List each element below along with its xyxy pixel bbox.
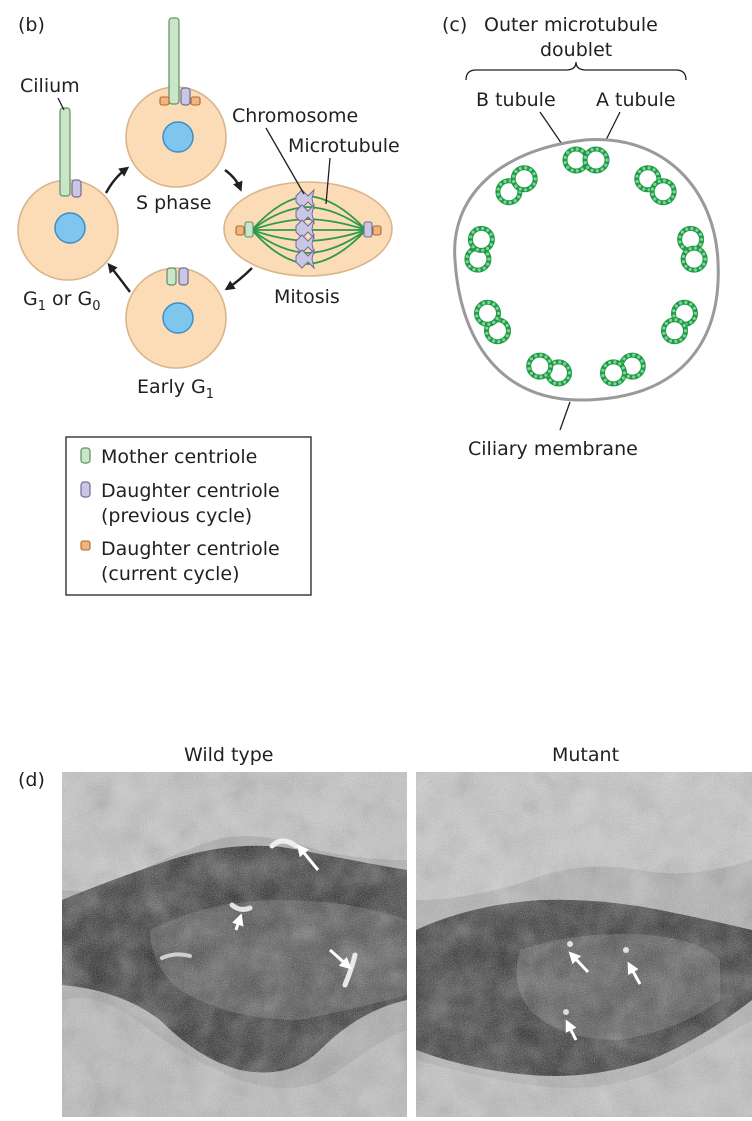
cilium-shaft xyxy=(168,17,180,105)
cell-s-phase xyxy=(125,17,227,188)
cell-g1-g0 xyxy=(17,107,119,281)
microtubule-doublet xyxy=(526,352,572,387)
arrow-g1-to-s xyxy=(104,166,130,194)
cilium-arrow xyxy=(329,948,352,970)
cilium-arrow xyxy=(568,951,590,974)
microtubule-doublet xyxy=(677,225,708,273)
microtubule-doublet xyxy=(474,299,511,345)
mutant-micrograph xyxy=(416,772,752,1117)
cilium-label: Cilium xyxy=(20,75,80,97)
membrane-leader xyxy=(559,401,571,431)
panel-b-label: (b) xyxy=(18,14,45,36)
chromosomes xyxy=(295,188,315,270)
doublet-brace xyxy=(465,61,687,81)
cycle-arrows xyxy=(104,166,253,293)
panel-d-label: (d) xyxy=(18,769,45,791)
s-phase-label: S phase xyxy=(136,192,211,214)
arrow-early-g1-to-g1 xyxy=(107,262,131,293)
microtubule-label: Microtubule xyxy=(288,135,400,157)
microtubule-doublets xyxy=(464,146,708,387)
wild-type-label: Wild type xyxy=(184,744,273,766)
mitosis-label: Mitosis xyxy=(274,286,340,308)
outer-doublet-label-2: doublet xyxy=(540,39,612,61)
cell-early-g1 xyxy=(125,267,227,369)
cilium-arrow xyxy=(565,1019,578,1041)
ciliary-membrane-label: Ciliary membrane xyxy=(468,438,638,460)
microtubule-doublet xyxy=(634,165,677,206)
outer-doublet-label-1: Outer microtubule xyxy=(484,14,658,36)
legend-daughter-curr-2: (current cycle) xyxy=(101,563,240,585)
cilium-arrow xyxy=(232,913,244,931)
mutant-label: Mutant xyxy=(552,744,619,766)
wild-type-micrograph xyxy=(62,772,407,1117)
cilium-shaft xyxy=(59,107,71,197)
arrow-s-to-mitosis xyxy=(224,169,243,192)
legend-mother: Mother centriole xyxy=(101,446,257,468)
microtubule-doublet xyxy=(495,165,538,206)
microtubule-doublet xyxy=(661,299,698,345)
daughter-prev-swatch xyxy=(80,481,91,498)
legend-daughter-curr-1: Daughter centriole xyxy=(101,538,280,560)
cell-mitosis xyxy=(223,181,393,277)
microtubule-leader xyxy=(325,157,331,205)
daughter-centriole-prev xyxy=(71,179,82,198)
microtubule-doublet xyxy=(562,146,610,174)
chromosome-leader xyxy=(265,127,305,195)
cilium-arrow xyxy=(296,844,320,871)
chromosome-label: Chromosome xyxy=(232,105,358,127)
legend-daughter-prev-2: (previous cycle) xyxy=(101,505,252,527)
panel-c-label: (c) xyxy=(442,14,467,36)
g1-g0-label: G1 or G0 xyxy=(23,288,101,314)
microtubule-doublet xyxy=(464,225,495,273)
b-tubule-label: B tubule xyxy=(476,89,556,111)
legend: Mother centriole Daughter centriole (pre… xyxy=(65,436,312,596)
cilium-leader xyxy=(57,97,65,111)
ciliary-membrane xyxy=(453,138,720,402)
legend-box xyxy=(65,436,312,596)
daughter-curr-swatch xyxy=(80,540,91,551)
microtubule-doublet xyxy=(600,352,646,387)
a-tubule-label: A tubule xyxy=(596,89,676,111)
legend-daughter-prev-1: Daughter centriole xyxy=(101,480,280,502)
arrow-mitosis-to-early-g1 xyxy=(224,267,253,291)
cilium-arrow xyxy=(627,961,642,985)
early-g1-label: Early G1 xyxy=(137,376,214,402)
mother-centriole-swatch xyxy=(80,447,91,464)
